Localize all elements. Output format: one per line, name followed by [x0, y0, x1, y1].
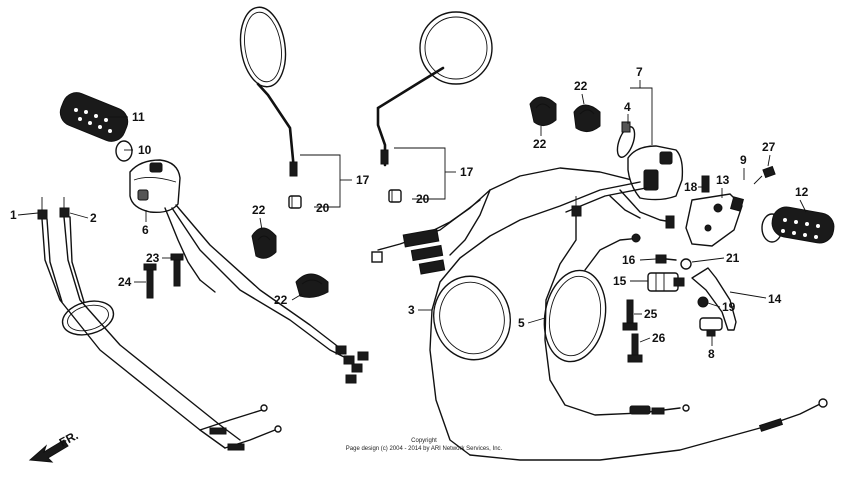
right-switch-housing — [609, 121, 684, 229]
label-part-24: 24 — [118, 275, 132, 289]
part-labels: 1 2 3 4 5 6 7 8 9 10 11 12 13 14 15 16 1… — [10, 65, 809, 361]
label-part-22-a: 22 — [252, 203, 266, 217]
label-part-11: 11 — [132, 110, 145, 124]
washer-21 — [680, 258, 692, 270]
label-part-26: 26 — [652, 331, 666, 345]
label-part-16: 16 — [622, 253, 636, 267]
label-part-17-left: 17 — [356, 173, 370, 187]
callout-bracket-17-right — [394, 147, 456, 200]
copyright-title: Copyright — [411, 438, 437, 444]
left-mirror — [239, 6, 298, 177]
label-part-25: 25 — [644, 307, 658, 321]
label-part-3: 3 — [408, 303, 415, 317]
label-part-20-left: 20 — [316, 201, 330, 215]
label-part-2: 2 — [90, 211, 97, 225]
bolt-24 — [143, 263, 157, 299]
cable-clamp-top-b — [573, 104, 601, 132]
mirror-nut-right — [388, 189, 402, 203]
label-part-22-c: 22 — [533, 137, 547, 151]
label-part-22-b: 22 — [274, 293, 288, 307]
label-part-1: 1 — [10, 208, 17, 222]
left-grip — [59, 92, 133, 162]
label-part-9: 9 — [740, 153, 747, 167]
stop-switch-15 — [647, 272, 685, 292]
front-direction-indicator: FR. — [28, 428, 80, 463]
bolt-25 — [622, 299, 638, 331]
label-part-23: 23 — [146, 251, 160, 265]
small-part-16 — [655, 254, 677, 264]
bolt-26 — [627, 333, 643, 363]
label-part-10: 10 — [138, 143, 152, 157]
label-part-4: 4 — [624, 100, 631, 114]
cable-clamp-lower-left — [295, 273, 329, 298]
mirror-nut-left — [288, 195, 302, 209]
callout-bracket-7 — [630, 80, 653, 145]
label-part-15: 15 — [613, 274, 627, 288]
copyright-notice: Page design (c) 2004 - 2014 by ARI Netwo… — [346, 446, 503, 452]
right-grip — [761, 206, 835, 244]
label-part-17-right: 17 — [460, 165, 474, 179]
right-mirror — [376, 11, 493, 167]
left-switch-housing — [129, 159, 369, 384]
label-part-21: 21 — [726, 251, 740, 265]
lever-bracket — [685, 165, 776, 247]
bolt-23 — [170, 253, 184, 287]
callout-bracket-17-left — [300, 154, 352, 208]
cable-clamp-upper-left — [251, 227, 277, 259]
cable-5 — [543, 196, 690, 416]
clutch-lever — [691, 267, 737, 331]
wiring-harness — [371, 167, 641, 275]
label-part-5: 5 — [518, 316, 525, 330]
label-part-22-d: 22 — [574, 79, 588, 93]
label-part-7: 7 — [636, 65, 643, 79]
throttle-cables — [37, 197, 282, 451]
label-part-13: 13 — [716, 173, 730, 187]
label-part-12: 12 — [795, 185, 809, 199]
label-part-6: 6 — [142, 223, 149, 237]
label-part-18: 18 — [684, 180, 698, 194]
label-part-8: 8 — [708, 347, 715, 361]
label-part-19: 19 — [722, 300, 736, 314]
label-part-14: 14 — [768, 292, 782, 306]
cable-clamp-top-a — [529, 96, 557, 126]
switch-8 — [699, 317, 723, 337]
cable-3 — [429, 181, 828, 461]
label-part-20-right: 20 — [416, 192, 430, 206]
label-part-27: 27 — [762, 140, 776, 154]
front-arrow-icon — [28, 439, 69, 463]
